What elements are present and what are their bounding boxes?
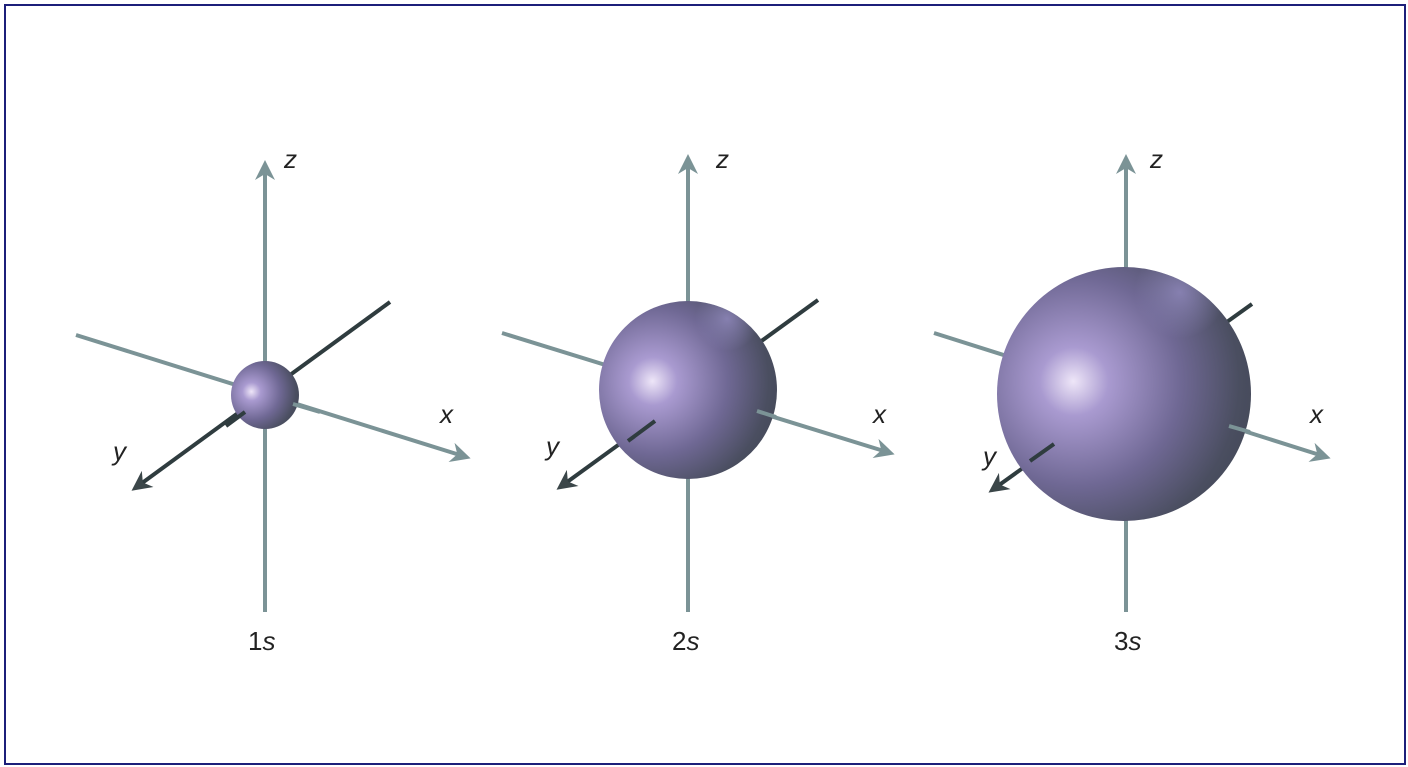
x-axis-label-3s: x bbox=[1308, 399, 1324, 429]
orbital-label-1s: 1s bbox=[248, 626, 275, 656]
x-axis-label-1s: x bbox=[438, 399, 454, 429]
orbital-2s-group: z x y 2s bbox=[501, 144, 895, 656]
z-axis-label-2s: z bbox=[715, 144, 729, 174]
y-axis-label-3s: y bbox=[981, 441, 998, 471]
x-axis-label-2s: x bbox=[871, 399, 887, 429]
z-axis-label-3s: z bbox=[1149, 144, 1163, 174]
y-axis-label-2s: y bbox=[544, 431, 561, 461]
orbital-label-2s: 2s bbox=[672, 626, 699, 656]
y-axis-label-1s: y bbox=[111, 436, 128, 466]
orbital-label-3s: 3s bbox=[1114, 626, 1141, 656]
orbital-3s-group: z x y 3s bbox=[933, 144, 1331, 656]
z-axis-label-1s: z bbox=[283, 144, 297, 174]
orbital-1s-group: z x y 1s bbox=[75, 144, 471, 656]
